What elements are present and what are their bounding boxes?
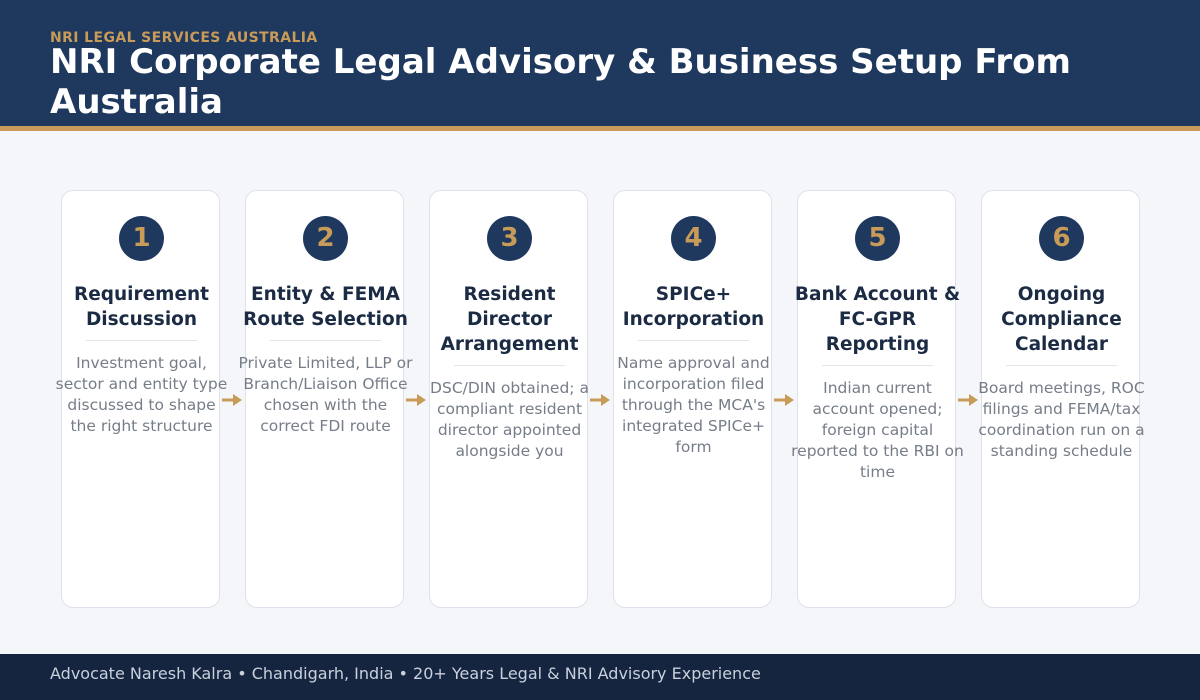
step-number-badge: 5	[855, 216, 900, 261]
footer-bar	[0, 654, 1200, 700]
step-title: Bank Account & FC-GPR Reporting	[794, 284, 961, 355]
right-arrow-icon	[222, 394, 242, 406]
step-divider	[270, 340, 381, 341]
step-card-5: 5 Bank Account & FC-GPR Reporting Indian…	[791, 190, 964, 608]
step-card-4: 4 SPICe+ Incorporation Name approval and…	[613, 190, 772, 608]
footer-credits: Advocate Naresh Kalra • Chandigarh, Indi…	[50, 664, 761, 683]
step-divider	[86, 340, 197, 341]
right-arrow-icon	[406, 394, 426, 406]
step-divider	[454, 365, 565, 366]
right-arrow-icon	[958, 394, 978, 406]
step-description: Name approval and incorporation filed th…	[617, 354, 770, 456]
step-divider	[1006, 365, 1117, 366]
step-number-badge: 2	[303, 216, 348, 261]
step-number-badge: 6	[1039, 216, 1084, 261]
step-divider	[822, 365, 933, 366]
page-title: NRI Corporate Legal Advisory & Business …	[50, 42, 1071, 122]
step-description: DSC/DIN obtained; a compliant resident d…	[430, 379, 589, 460]
step-title: Resident Director Arrangement	[440, 284, 579, 355]
step-number-badge: 4	[671, 216, 716, 261]
step-title: SPICe+ Incorporation	[622, 284, 765, 330]
step-title: Requirement Discussion	[73, 284, 210, 330]
step-description: Investment goal, sector and entity type …	[55, 354, 228, 435]
step-title: Ongoing Compliance Calendar	[1001, 284, 1122, 355]
step-card-2: 2 Entity & FEMA Route Selection Private …	[238, 190, 413, 608]
eyebrow-label: NRI LEGAL SERVICES AUSTRALIA	[50, 30, 318, 46]
step-description: Indian current account opened; foreign c…	[791, 379, 964, 481]
step-card-1: 1 Requirement Discussion Investment goal…	[56, 190, 227, 608]
step-number-badge: 3	[487, 216, 532, 261]
step-card-6: 6 Ongoing Compliance Calendar Board meet…	[978, 190, 1145, 608]
step-divider	[638, 340, 749, 341]
header-banner	[0, 0, 1200, 126]
header-accent-rule	[0, 126, 1200, 131]
right-arrow-icon	[774, 394, 794, 406]
step-description: Private Limited, LLP or Branch/Liaison O…	[238, 354, 413, 435]
step-number-badge: 1	[119, 216, 164, 261]
step-card-3: 3 Resident Director Arrangement DSC/DIN …	[429, 190, 589, 608]
step-title: Entity & FEMA Route Selection	[243, 284, 408, 330]
step-description: Board meetings, ROC filings and FEMA/tax…	[978, 379, 1145, 460]
right-arrow-icon	[590, 394, 610, 406]
